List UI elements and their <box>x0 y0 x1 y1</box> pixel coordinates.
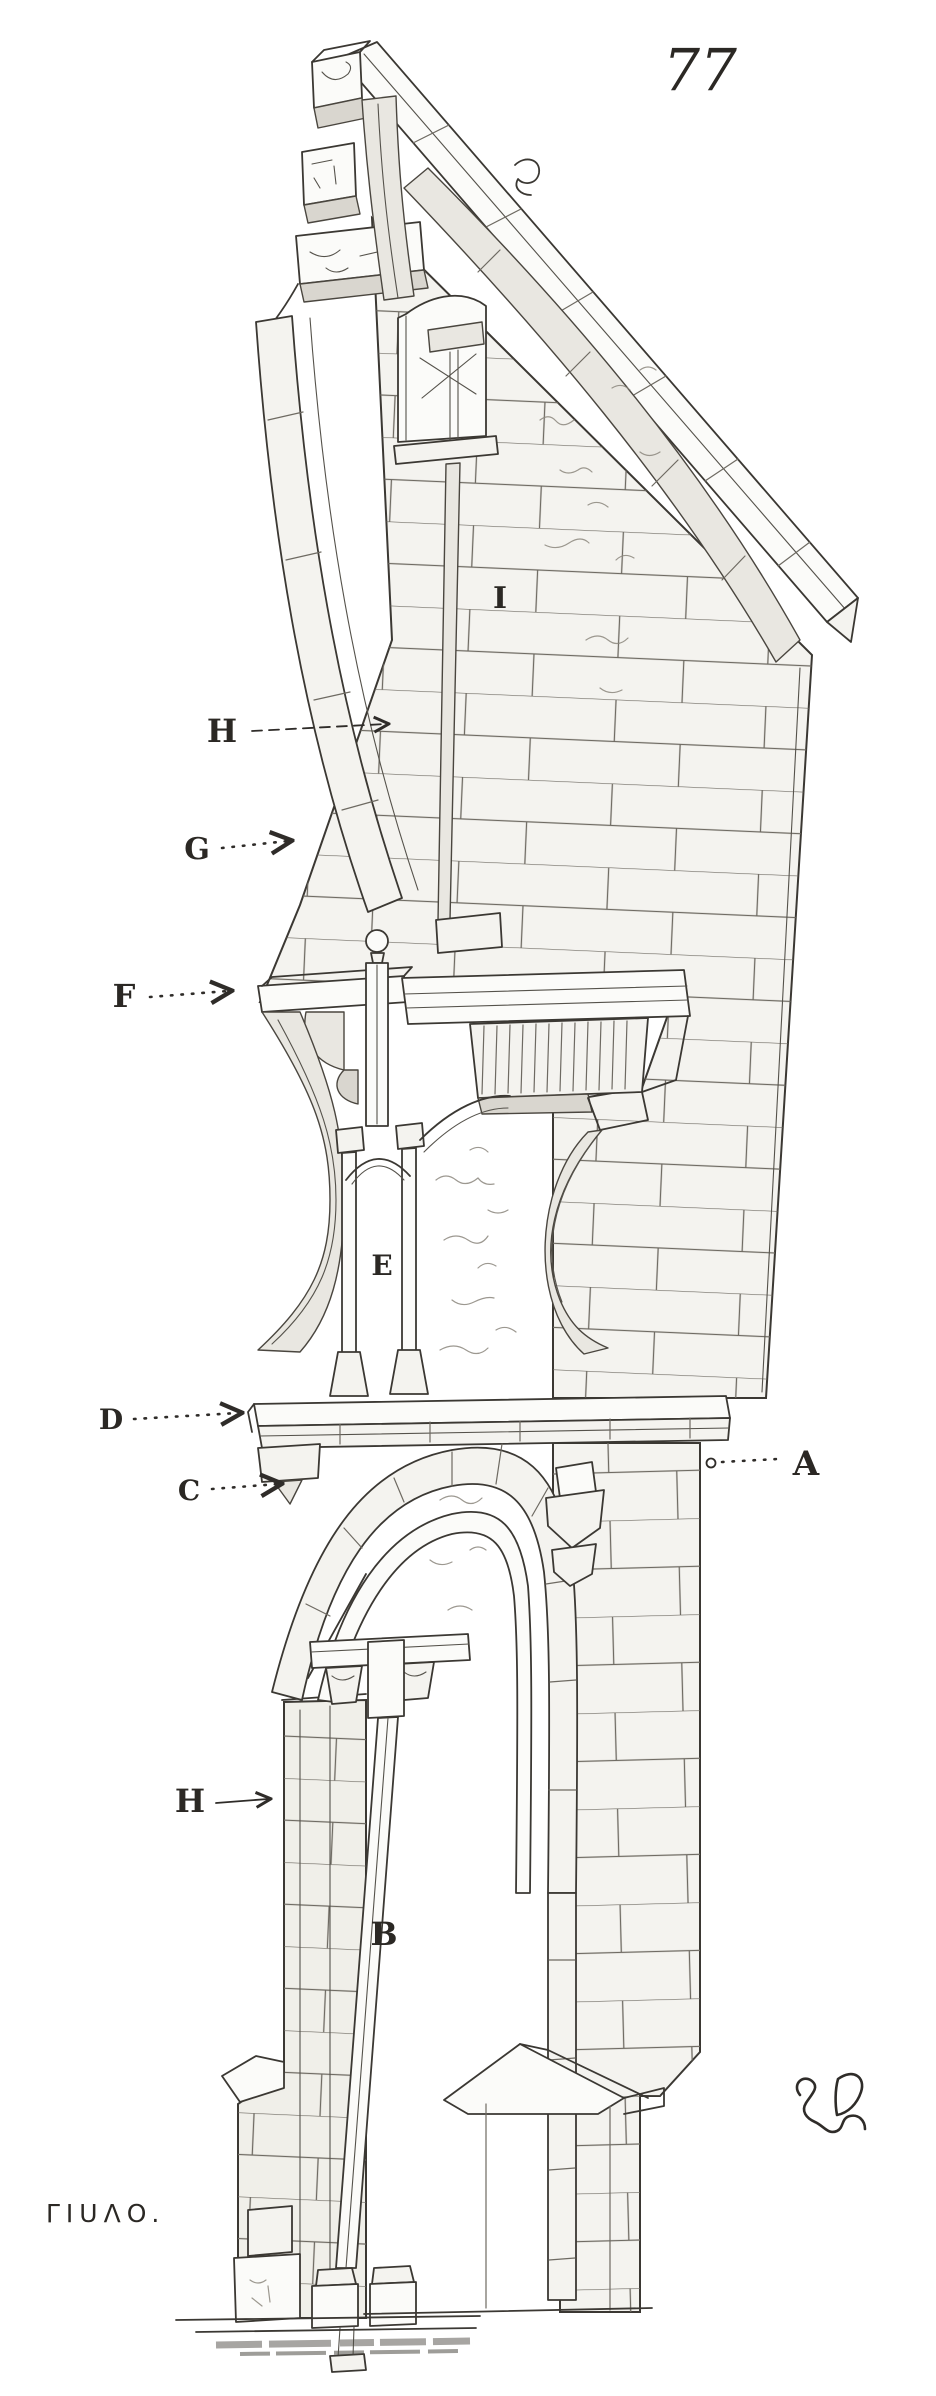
masonry-wall-upper <box>258 215 814 1399</box>
figure-number: 77 <box>663 36 737 104</box>
arrow-h-upper <box>251 724 386 731</box>
flying-buttress-band <box>255 315 419 913</box>
weathering-caps-right <box>363 2043 665 2315</box>
imprint-text: ΓΙUΛO. <box>46 2199 165 2228</box>
corbel-c <box>257 1443 321 1505</box>
ground-shadow <box>175 2315 481 2356</box>
string-course-d <box>247 1395 731 1449</box>
annotations <box>132 724 867 2134</box>
engraver-mark <box>795 2077 867 2134</box>
arrow-a-dots <box>720 1457 780 1464</box>
label-i: I <box>493 581 507 616</box>
pier-e <box>257 929 609 1397</box>
arrow-d <box>132 1413 238 1419</box>
label-d: D <box>99 1403 123 1436</box>
pier-offsets <box>221 2055 301 2323</box>
label-f: F <box>113 977 136 1015</box>
label-a: A <box>792 1444 820 1484</box>
pinnacle-blocks <box>261 40 429 337</box>
label-b: B <box>370 1915 397 1953</box>
upper-niche <box>393 294 503 954</box>
label-e: E <box>371 1249 392 1282</box>
buttress-extrados-band <box>403 158 801 663</box>
wall-corbel-right <box>545 1461 605 1587</box>
pier-lower-left <box>237 1557 367 2319</box>
label-h-upper: H <box>207 712 237 750</box>
arrow-c <box>210 1484 278 1489</box>
engraver-mark-loop <box>834 2072 864 2117</box>
stone-scratches-upper <box>539 366 661 694</box>
label-g: G <box>184 832 210 867</box>
arrow-h-lower <box>215 1799 268 1803</box>
arrow-a-origin <box>705 1457 717 1469</box>
arrow-g <box>220 841 288 848</box>
label-c: C <box>178 1474 200 1507</box>
label-h-lower: H <box>175 1782 205 1820</box>
arrow-f <box>148 991 228 997</box>
